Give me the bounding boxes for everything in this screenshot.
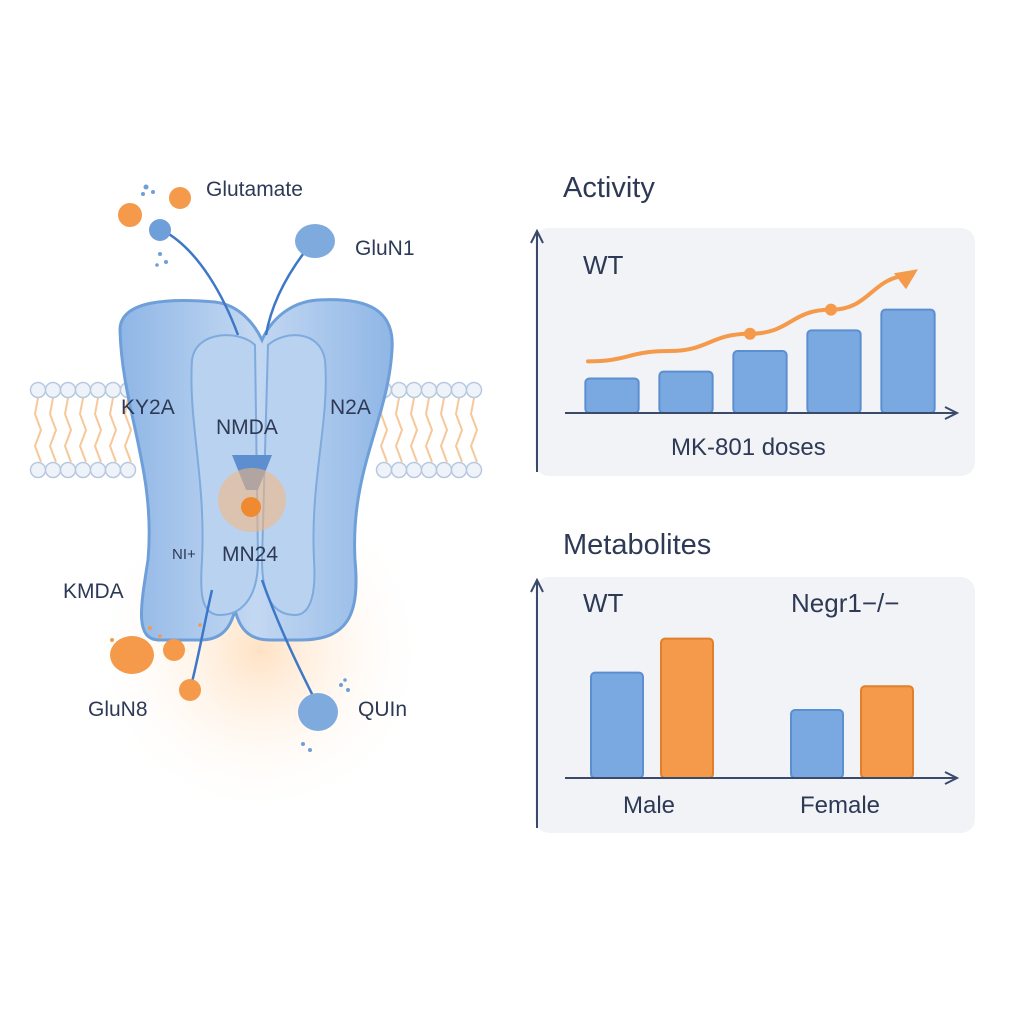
activity-trend-point	[744, 327, 756, 340]
metabolites-bar	[860, 685, 914, 780]
lipid-tail	[48, 397, 58, 463]
glutamate-sphere-orange-2	[118, 203, 142, 227]
activity-trend-arrowhead	[894, 269, 918, 290]
lipid-tail	[93, 397, 103, 463]
metabolites-tick-female: Female	[800, 792, 881, 819]
metabolites-y-arrow	[530, 577, 544, 593]
receptor-inner-right	[260, 334, 327, 617]
activity-xlabel: MK-801 doses	[671, 434, 826, 461]
activity-bar	[880, 308, 936, 414]
scatter-dots-orange	[110, 623, 202, 642]
receptor-inner-left	[190, 334, 260, 617]
activity-bar	[658, 370, 714, 414]
lipid-tail	[33, 397, 43, 463]
lipid-tail	[394, 397, 404, 463]
metabolites-tick-male: Male	[623, 792, 676, 819]
lipid-tail	[409, 397, 419, 463]
activity-trend-point	[825, 303, 837, 316]
label-mn24: MN24	[222, 543, 279, 566]
activity-y-arrow	[530, 228, 544, 244]
metabolites-bar	[790, 709, 844, 779]
metabolites-legend-negr1: Negr1−/−	[791, 588, 900, 618]
tether-glutamate	[161, 228, 240, 336]
activity-bar	[806, 329, 862, 415]
glun8-sphere	[179, 679, 201, 701]
lipid-tail	[108, 397, 118, 463]
lipid-head-bottom	[119, 461, 137, 479]
label-glun1: GluN1	[355, 237, 415, 260]
ion-particle	[241, 497, 261, 517]
activity-trend-line	[586, 273, 914, 364]
quin-sphere	[298, 693, 338, 731]
glutamate-sphere-orange-1	[169, 187, 191, 209]
activity-bar	[732, 350, 788, 414]
lipid-head-top	[465, 381, 483, 399]
lipid-tail	[439, 397, 449, 463]
tether-quin	[260, 579, 317, 701]
lipid-head-bottom	[465, 461, 483, 479]
activity-x-arrow	[944, 406, 960, 420]
metabolites-bar	[660, 637, 714, 779]
lipid-tail	[424, 397, 434, 463]
metabolites-bar	[590, 671, 644, 779]
activity-series-label: WT	[583, 250, 624, 280]
lipid-tail	[78, 397, 88, 463]
label-glun8: GluN8	[88, 698, 148, 721]
lipid-tail	[63, 397, 73, 463]
label-mn24-prefix: NI+	[172, 546, 196, 563]
metabolites-x-arrow	[944, 771, 960, 785]
label-kmda: KMDA	[63, 580, 124, 603]
activity-bar	[584, 377, 640, 414]
metabolites-legend-wt: WT	[583, 588, 624, 618]
label-glutamate: Glutamate	[206, 178, 303, 201]
glutamate-sphere-blue	[149, 219, 171, 241]
metabolites-title: Metabolites	[563, 529, 712, 561]
kmda-sphere-1	[110, 636, 154, 674]
lipid-tail	[469, 397, 479, 463]
lipid-tail	[123, 397, 133, 463]
glun1-sphere	[295, 224, 335, 258]
label-nmda: NMDA	[216, 416, 278, 439]
lipid-tail	[454, 397, 464, 463]
label-quin: QUIn	[358, 698, 408, 721]
scatter-dots	[141, 184, 350, 752]
label-ky2a: KY2A	[121, 396, 175, 419]
kmda-sphere-2	[163, 639, 185, 661]
lipid-bilayer-right	[375, 381, 483, 479]
activity-title: Activity	[563, 172, 655, 204]
label-n2a: N2A	[330, 396, 371, 419]
